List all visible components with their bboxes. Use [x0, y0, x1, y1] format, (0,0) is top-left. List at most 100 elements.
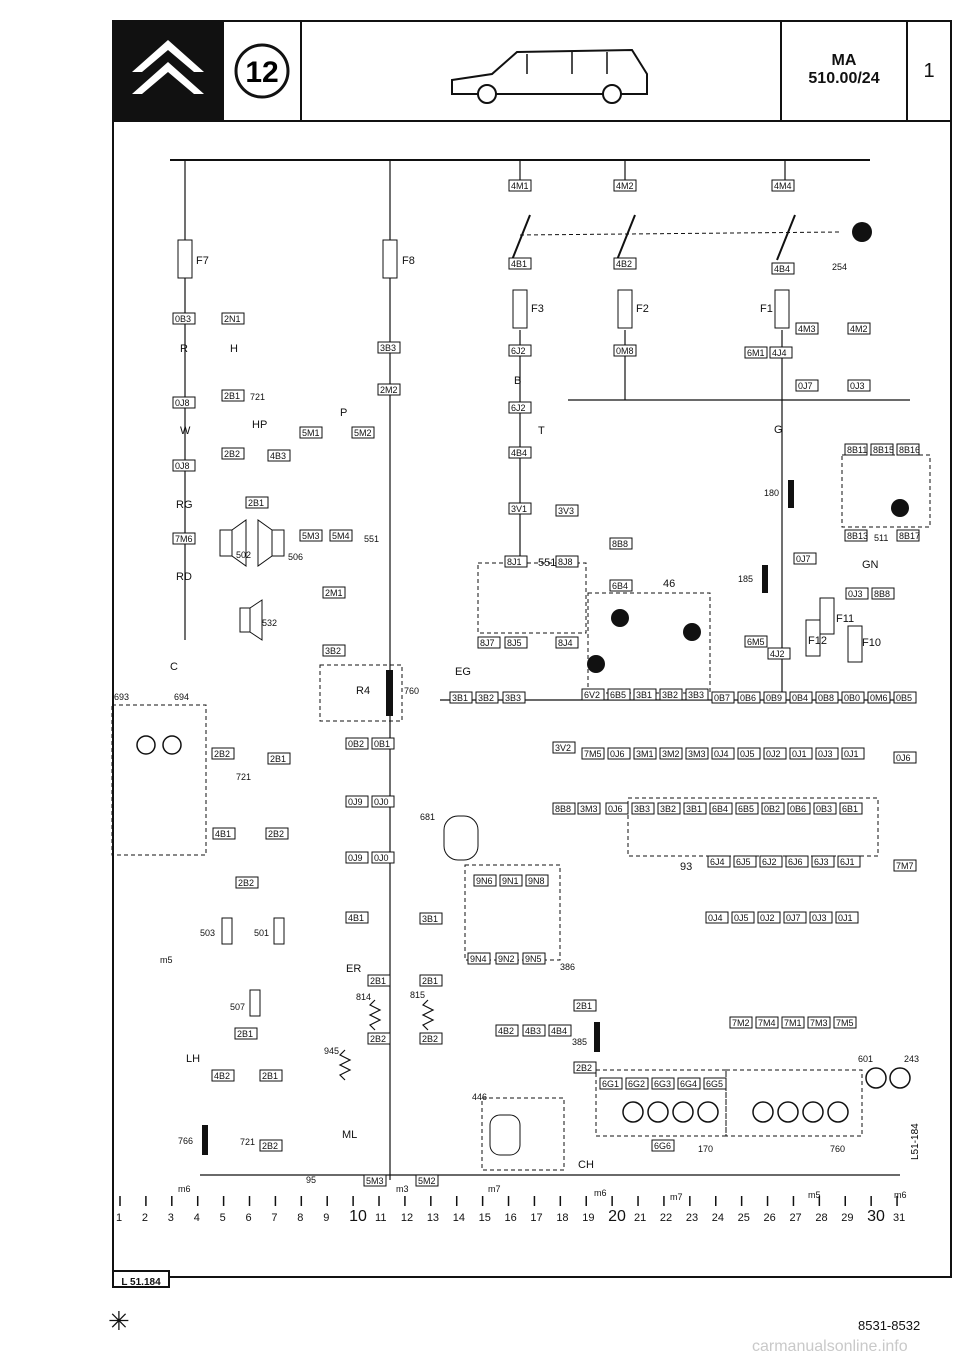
svg-text:m7: m7 [670, 1192, 683, 1202]
svg-text:RG: RG [176, 499, 193, 511]
side-reference: L51-184 [910, 1123, 921, 1160]
svg-text:G: G [774, 424, 783, 436]
svg-text:3B1: 3B1 [686, 804, 702, 814]
svg-text:m6: m6 [594, 1188, 607, 1198]
svg-text:8B17: 8B17 [899, 531, 920, 541]
speaker-502-label: 506 [288, 552, 303, 562]
svg-text:0J0: 0J0 [374, 797, 389, 807]
svg-text:6G2: 6G2 [628, 1079, 645, 1089]
svg-text:0B9: 0B9 [766, 693, 782, 703]
svg-text:7M3: 7M3 [810, 1018, 828, 1028]
svg-text:8J5: 8J5 [507, 638, 522, 648]
svg-text:2N1: 2N1 [224, 314, 241, 324]
svg-text:0J6: 0J6 [610, 749, 625, 759]
svg-text:0J9: 0J9 [348, 797, 363, 807]
fuse-f12-label: F12 [808, 635, 827, 647]
svg-text:6J5: 6J5 [736, 857, 751, 867]
scale-number: 3 [167, 1212, 174, 1224]
svg-text:0B6: 0B6 [740, 693, 756, 703]
resistor-r4-label: R4 [356, 685, 370, 697]
svg-text:2B1: 2B1 [248, 498, 264, 508]
speaker-506 [239, 599, 263, 641]
svg-text:8B8: 8B8 [874, 589, 890, 599]
speaker-501 [273, 917, 285, 945]
speaker-501-label: 501 [254, 928, 269, 938]
scale-number: 30 [867, 1208, 885, 1225]
fuse-f3 [512, 289, 528, 329]
svg-text:2B2: 2B2 [262, 1141, 278, 1151]
fuse-f2-label: F2 [636, 303, 649, 315]
svg-text:6J1: 6J1 [840, 857, 855, 867]
fuse-f1-label: F1 [760, 303, 773, 315]
svg-text:0M8: 0M8 [616, 346, 634, 356]
svg-text:0J1: 0J1 [844, 749, 859, 759]
svg-text:4M4: 4M4 [774, 181, 792, 191]
svg-text:6G1: 6G1 [602, 1079, 619, 1089]
svg-text:0J0: 0J0 [374, 853, 389, 863]
sheet-number: 1 [923, 60, 935, 82]
resistor-814 [368, 999, 382, 1031]
svg-text:2B1: 2B1 [576, 1001, 592, 1011]
svg-text:3B1: 3B1 [636, 690, 652, 700]
watermark-text: carmanualsonline.info [752, 1338, 908, 1355]
switch-243-label: 385 [572, 1037, 587, 1047]
ignition-switch-3 [776, 214, 796, 261]
svg-text:3B2: 3B2 [325, 646, 341, 656]
svg-text:8B15: 8B15 [873, 445, 894, 455]
svg-text:4M2: 4M2 [850, 324, 868, 334]
svg-text:4B1: 4B1 [511, 259, 527, 269]
svg-text:R: R [180, 343, 188, 355]
scale-number: 23 [685, 1212, 699, 1224]
svg-text:2B1: 2B1 [237, 1029, 253, 1039]
svg-text:8J8: 8J8 [558, 557, 573, 567]
resistor-945 [338, 1049, 352, 1081]
scale-number: 27 [789, 1212, 802, 1224]
svg-text:T: T [538, 425, 545, 437]
footer-ref-label: L 51.184 [121, 1277, 161, 1288]
svg-text:6M5: 6M5 [747, 637, 765, 647]
svg-text:4M2: 4M2 [616, 181, 634, 191]
svg-text:8J1: 8J1 [507, 557, 522, 567]
svg-text:ML: ML [342, 1129, 357, 1141]
svg-text:4B4: 4B4 [774, 264, 790, 274]
svg-text:3M3: 3M3 [688, 749, 706, 759]
svg-text:4B1: 4B1 [348, 913, 364, 923]
svg-text:9N5: 9N5 [525, 954, 542, 964]
svg-text:0M6: 0M6 [870, 693, 888, 703]
svg-text:0B4: 0B4 [792, 693, 808, 703]
switch-551-box [477, 562, 587, 634]
lamp-385-label: 601 [858, 1054, 873, 1064]
scale-number: 9 [323, 1212, 330, 1224]
svg-text:0B1: 0B1 [374, 739, 390, 749]
svg-text:8J4: 8J4 [558, 638, 573, 648]
svg-text:m5: m5 [160, 955, 173, 965]
radio-721-label: 721 [250, 392, 265, 402]
switch-511-label: 511 [874, 533, 888, 543]
scale-number: 22 [659, 1212, 673, 1224]
scale-number: 26 [763, 1212, 776, 1224]
radio-721-label-3: 721 [240, 1137, 255, 1147]
svg-text:B: B [514, 375, 521, 387]
svg-text:6J2: 6J2 [762, 857, 777, 867]
scale-number: 8 [297, 1212, 304, 1224]
svg-text:GN: GN [862, 559, 879, 571]
scale-number: 20 [608, 1208, 626, 1225]
svg-text:8B8: 8B8 [612, 539, 628, 549]
svg-text:7M4: 7M4 [758, 1018, 776, 1028]
fuse-f11-label: F11 [836, 613, 854, 625]
bulb-row [622, 1067, 911, 1123]
ground-95-label: 95 [306, 1175, 316, 1185]
section-number: 12 [245, 56, 278, 89]
svg-text:0J5: 0J5 [740, 749, 755, 759]
svg-text:0J6: 0J6 [896, 753, 911, 763]
svg-text:0J5: 0J5 [734, 913, 749, 923]
svg-text:3V1: 3V1 [511, 504, 527, 514]
switch-170-label: 766 [178, 1136, 193, 1146]
speaker-500 [219, 519, 247, 567]
svg-text:7M2: 7M2 [732, 1018, 750, 1028]
ignition-switch-2 [616, 214, 636, 261]
svg-text:6J2: 6J2 [511, 403, 526, 413]
relay-760-label: 760 [404, 686, 419, 696]
switch-243 [594, 1022, 600, 1052]
